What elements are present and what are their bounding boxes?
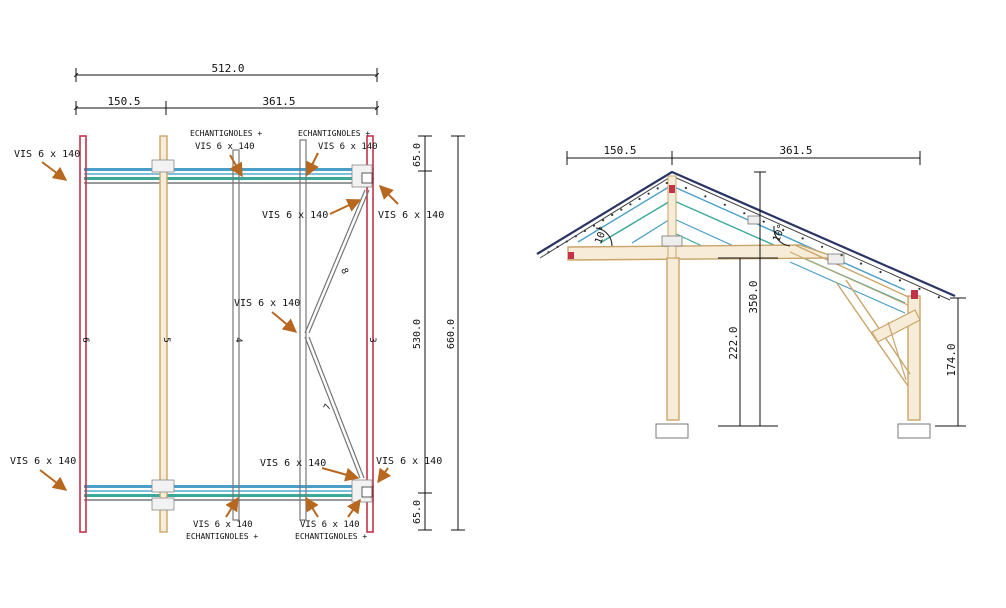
fastener-dot — [547, 251, 550, 254]
section-vertical-dimensions: 222.0 350.0 174.0 — [718, 171, 966, 427]
echantignoles-label-bottom-2: ECHANTIGNOLES + — [295, 532, 367, 541]
fastener-dot — [629, 203, 632, 206]
plan-top-dimensions: 512.0 150.5 361.5 — [73, 62, 380, 115]
mark-4: 4 — [233, 337, 243, 342]
fastener-dot — [937, 296, 940, 299]
bottom-offset-label: 65.0 — [412, 500, 423, 524]
fastener-dot — [684, 186, 688, 190]
member-marks: 6 5 4 8 3 7 — [80, 267, 377, 412]
right-post-height-label: 174.0 — [945, 343, 958, 376]
plan-view: 512.0 150.5 361.5 — [10, 62, 465, 541]
mark-5: 5 — [161, 337, 171, 342]
fastener-dot — [898, 279, 902, 282]
screw-label-center: VIS 6 x 140 — [234, 298, 300, 309]
brace-upper — [304, 189, 366, 334]
fastener-dot — [611, 213, 614, 217]
fastener-dot — [583, 229, 587, 233]
left-footing — [655, 423, 689, 439]
screw-label-bottom-middle: VIS 6 x 140 — [260, 458, 326, 469]
right-angle-label: 10° — [771, 223, 788, 244]
left-post — [666, 257, 680, 421]
plan-top-cross-beams — [84, 168, 374, 184]
section-blocks — [568, 185, 918, 299]
fastener-dot — [592, 224, 596, 227]
section-top-dimensions: 150.5 361.5 — [566, 144, 921, 165]
section-right-span-label: 361.5 — [779, 144, 812, 157]
member-3 — [366, 135, 374, 533]
fastener-dot — [665, 181, 668, 185]
fastener-dot — [879, 270, 882, 274]
screw-label-right-top: VIS 6 x 140 — [378, 210, 444, 221]
plan-side-dimensions: 65.0 530.0 65.0 660.0 — [412, 135, 465, 531]
mark-8: 8 — [338, 267, 349, 276]
tie-beam — [567, 244, 916, 307]
post-height-label: 222.0 — [727, 326, 740, 359]
fastener-dot — [782, 228, 785, 232]
overall-length-label: 660.0 — [446, 319, 457, 349]
roof-fasteners — [547, 181, 940, 299]
member-6 — [79, 135, 87, 533]
fastener-dot — [656, 187, 659, 190]
screw-label-bottom-1: VIS 6 x 140 — [193, 520, 253, 530]
left-bay-label: 150.5 — [107, 95, 140, 108]
fastener-dot — [556, 245, 559, 248]
screw-label-top-left: VIS 6 x 140 — [14, 149, 80, 160]
fastener-dot — [821, 245, 824, 248]
ridge-height-label: 350.0 — [747, 280, 760, 313]
middle-span-label: 530.0 — [412, 319, 423, 349]
fastener-dot — [565, 240, 568, 243]
king-post — [667, 175, 677, 259]
fastener-dot — [723, 203, 726, 206]
fastener-dot — [620, 208, 623, 211]
fastener-dot — [840, 254, 843, 257]
fastener-dot — [743, 212, 746, 215]
echantignoles-label-top-1: ECHANTIGNOLES + — [190, 129, 262, 138]
fastener-dot — [918, 287, 921, 290]
mark-3: 3 — [367, 337, 377, 342]
screw-label-middle-top: VIS 6 x 140 — [262, 210, 328, 221]
member-4 — [232, 149, 240, 521]
plan-bottom-cross-beams — [84, 485, 374, 501]
plan-vertical-members — [79, 135, 374, 533]
section-left-span-label: 150.5 — [603, 144, 636, 157]
mark-6: 6 — [80, 337, 90, 342]
fastener-dot — [762, 220, 765, 223]
screw-label-bottom-2: VIS 6 x 140 — [300, 520, 360, 530]
right-bay-label: 361.5 — [262, 95, 295, 108]
footings — [655, 423, 931, 439]
screw-label-bottom-right: VIS 6 x 140 — [376, 456, 442, 467]
plan-annotations: VIS 6 x 140 ECHANTIGNOLES + VIS 6 x 140 … — [10, 129, 444, 541]
plan-blocks — [151, 159, 373, 511]
mark-7: 7 — [323, 403, 334, 412]
screw-label-top-1: VIS 6 x 140 — [195, 142, 255, 152]
brace-lower — [304, 336, 361, 479]
screw-label-top-2: VIS 6 x 140 — [318, 142, 378, 152]
posts — [666, 175, 921, 421]
fastener-dot — [602, 219, 605, 222]
fastener-dot — [704, 195, 707, 198]
fastener-dot — [801, 237, 804, 240]
echantignoles-label-bottom-1: ECHANTIGNOLES + — [186, 532, 258, 541]
fastener-dot — [574, 235, 577, 238]
fastener-dot — [638, 197, 641, 201]
fastener-dot — [859, 262, 863, 265]
top-offset-label: 65.0 — [412, 143, 423, 167]
screw-label-bottom-left: VIS 6 x 140 — [10, 456, 76, 467]
right-footing — [897, 423, 931, 439]
member-5 — [159, 135, 168, 533]
echantignoles-label-top-2: ECHANTIGNOLES + — [298, 129, 370, 138]
overall-width-label: 512.0 — [211, 62, 244, 75]
left-angle-label: 10° — [593, 225, 610, 246]
fastener-dot — [647, 192, 650, 195]
section-view: 150.5 361.5 — [536, 144, 966, 439]
